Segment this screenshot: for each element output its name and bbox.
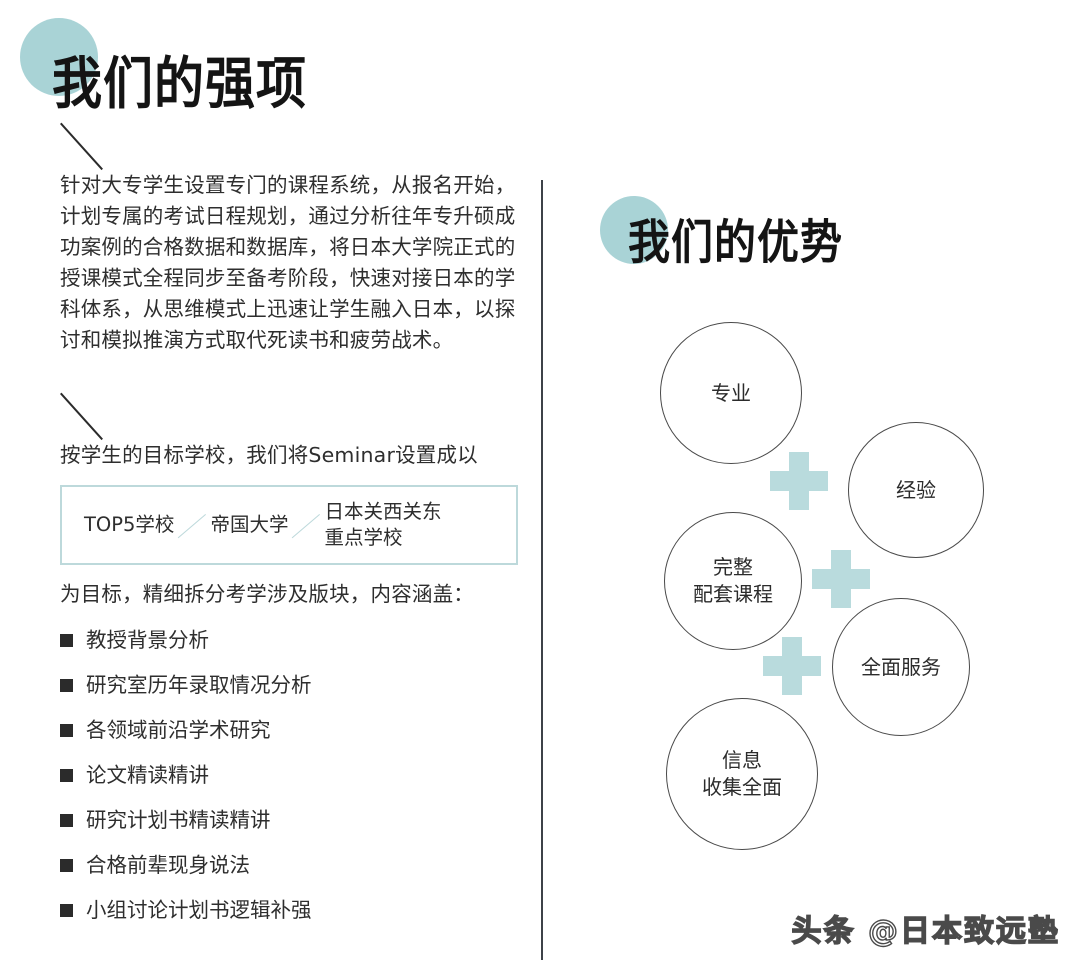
slash-separator-icon-1: ／ xyxy=(176,512,208,543)
advantage-node-label: 完整 配套课程 xyxy=(693,555,773,606)
plus-icon xyxy=(770,452,828,510)
bullet-square-icon xyxy=(60,814,73,827)
list-item-label: 研究室历年录取情况分析 xyxy=(86,673,312,697)
list-item-label: 各领域前沿学术研究 xyxy=(86,718,271,742)
advantage-node-label: 全面服务 xyxy=(861,654,941,679)
strengths-paragraph-3: 为目标，精细拆分考学涉及版块，内容涵盖： xyxy=(60,582,474,606)
list-item-label: 合格前辈现身说法 xyxy=(86,853,250,877)
advantage-node: 完整 配套课程 xyxy=(664,512,802,650)
list-item-label: 论文精读精讲 xyxy=(86,763,209,787)
advantage-node-label: 专业 xyxy=(711,380,751,405)
plus-icon xyxy=(763,637,821,695)
advantage-node-label: 经验 xyxy=(896,477,936,502)
list-item: 教授背景分析 xyxy=(60,628,520,653)
left-column: 针对大专学生设置专门的课程系统，从报名开始，计划专属的考试日程规划，通过分析往年… xyxy=(60,120,520,943)
bullet-square-icon xyxy=(60,724,73,737)
list-item-label: 教授背景分析 xyxy=(86,628,209,652)
advantage-node: 专业 xyxy=(660,322,802,464)
advantage-node-label: 信息 收集全面 xyxy=(702,748,782,799)
slash-marker-icon-1 xyxy=(60,120,114,164)
bullet-square-icon xyxy=(60,634,73,647)
advantage-node: 信息 收集全面 xyxy=(666,698,818,850)
list-item: 研究室历年录取情况分析 xyxy=(60,673,520,698)
bullet-square-icon xyxy=(60,904,73,917)
slash-marker-icon-2 xyxy=(60,390,114,434)
target-school-2: 帝国大学 xyxy=(210,513,289,536)
target-school-3: 日本关西关东 重点学校 xyxy=(324,500,442,549)
bullet-square-icon xyxy=(60,859,73,872)
advantage-node: 经验 xyxy=(848,422,984,558)
column-divider xyxy=(541,180,543,960)
plus-icon xyxy=(812,550,870,608)
bullet-square-icon xyxy=(60,679,73,692)
strengths-paragraph-1: 针对大专学生设置专门的课程系统，从报名开始，计划专属的考试日程规划，通过分析往年… xyxy=(60,173,516,352)
bullet-square-icon xyxy=(60,769,73,782)
list-item: 论文精读精讲 xyxy=(60,763,520,788)
list-item-label: 研究计划书精读精讲 xyxy=(86,808,271,832)
list-item: 合格前辈现身说法 xyxy=(60,853,520,878)
watermark-credit: 头条 @日本致远塾 xyxy=(791,913,1060,949)
slash-separator-icon-2: ／ xyxy=(290,512,322,543)
page-title-strengths: 我们的强项 xyxy=(52,50,307,117)
list-item: 研究计划书精读精讲 xyxy=(60,808,520,833)
list-item: 各领域前沿学术研究 xyxy=(60,718,520,743)
page-title-advantages: 我们的优势 xyxy=(628,214,844,270)
advantages-diagram: 专业经验完整 配套课程全面服务信息 收集全面 xyxy=(600,300,1070,880)
teal-circle-decoration-right xyxy=(600,196,668,264)
strengths-bullet-list: 教授背景分析研究室历年录取情况分析各领域前沿学术研究论文精读精讲研究计划书精读精… xyxy=(60,628,520,923)
target-school-1: TOP5学校 xyxy=(84,513,175,536)
teal-circle-decoration-left xyxy=(20,18,98,96)
target-schools-box: TOP5学校 ／ 帝国大学 ／ 日本关西关东 重点学校 xyxy=(60,485,518,565)
list-item: 小组讨论计划书逻辑补强 xyxy=(60,898,520,923)
list-item-label: 小组讨论计划书逻辑补强 xyxy=(86,898,312,922)
advantage-node: 全面服务 xyxy=(832,598,970,736)
strengths-paragraph-2: 按学生的目标学校，我们将Seminar设置成以 xyxy=(60,443,478,467)
